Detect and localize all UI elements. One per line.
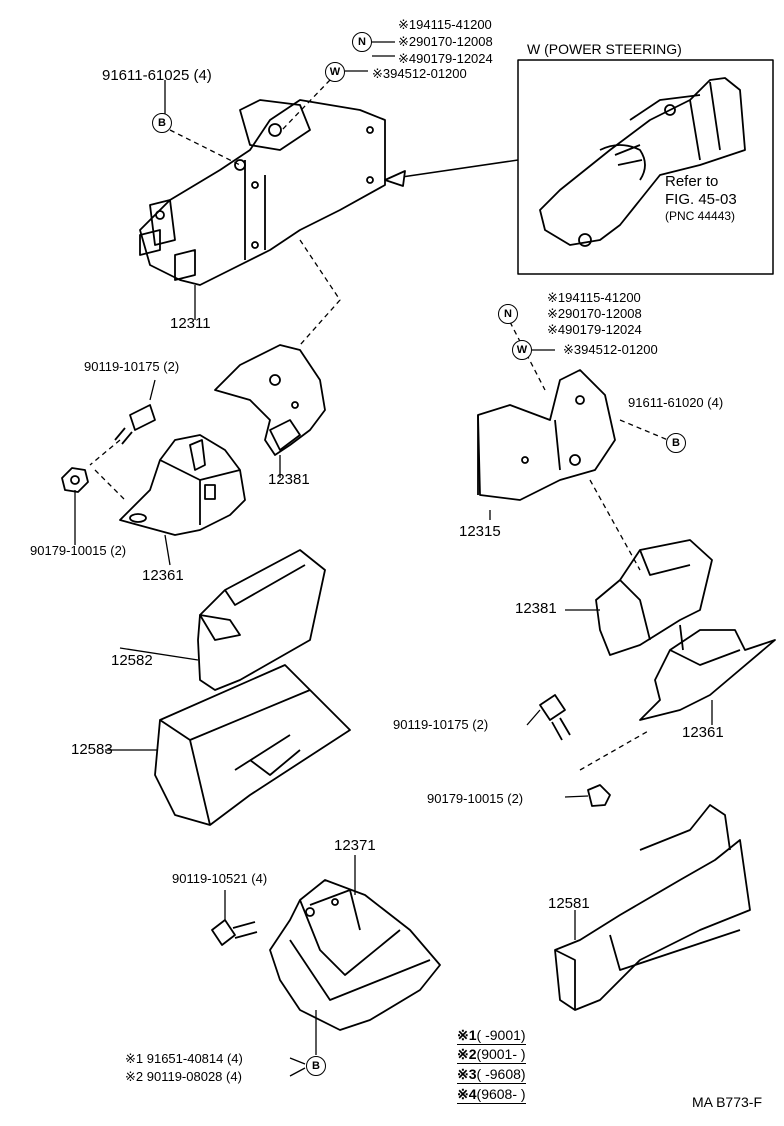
bolt-90119-10521	[211, 919, 258, 946]
part-12582	[197, 549, 326, 691]
legend-row: ※4(9608- )	[457, 1086, 526, 1104]
legend-line-2: ※2(9001- )	[457, 1046, 526, 1064]
legend-mark: ※2	[457, 1046, 477, 1062]
mount-12361-right	[639, 624, 776, 721]
legend-mark: ※3	[457, 1066, 477, 1082]
legend-range: ( -9608)	[476, 1066, 526, 1082]
label-90119-10175-left: 90119-10175 (2)	[84, 359, 180, 374]
bracket-12381-right	[595, 539, 713, 656]
inset-bracket	[539, 77, 746, 247]
label-12315: 12315	[459, 523, 501, 540]
legend-range: (9001- )	[476, 1046, 526, 1062]
figure-code: MA B773-F	[691, 1094, 762, 1110]
label-12583: 12583	[71, 741, 113, 758]
legend-range: ( -9001)	[476, 1027, 526, 1043]
leader-lines	[74, 41, 713, 1077]
washer-w-circle-right: W	[512, 340, 532, 360]
mount-12371	[269, 879, 441, 1031]
label-90179-10015-right: 90179-10015 (2)	[427, 791, 524, 806]
right-note-3: ※490179-12024	[547, 322, 642, 337]
label-12581: 12581	[548, 895, 590, 912]
bracket-12311	[139, 99, 386, 286]
bracket-12381-left	[214, 344, 326, 456]
right-note-2: ※290170-12008	[547, 306, 642, 321]
legend-line-1: ※1( -9001)	[457, 1027, 526, 1045]
inset-refer-label: Refer to	[665, 173, 719, 190]
inset-refer-pnc: (PNC 44443)	[665, 209, 736, 223]
label-91611-61025: 91611-61025 (4)	[102, 67, 212, 84]
label-90119-08028: ※2 90119-08028 (4)	[125, 1069, 242, 1084]
label-90119-10175-right: 90119-10175 (2)	[393, 717, 489, 732]
bolt-90119-10175-left	[114, 404, 156, 445]
label-12361-right: 12361	[682, 724, 724, 741]
label-12582: 12582	[111, 652, 153, 669]
washer-n-circle-top: N	[352, 32, 372, 52]
bolt-b-circle-bottom: B	[306, 1056, 326, 1076]
bolt-b-circle-top: B	[152, 113, 172, 133]
bracket-12315	[477, 369, 616, 501]
label-12361-left: 12361	[142, 567, 184, 584]
inset-arrow	[394, 159, 519, 179]
label-12381-left: 12381	[268, 471, 310, 488]
nut-90179-10015-left	[61, 467, 89, 493]
washer-w-circle-top: W	[325, 62, 345, 82]
label-12311: 12311	[170, 315, 211, 332]
top-note-4: ※394512-01200	[372, 66, 467, 81]
bolt-b-circle-right: B	[666, 433, 686, 453]
bolt-90119-10175-right	[539, 694, 571, 741]
top-note-3: ※490179-12024	[398, 51, 493, 66]
part-12581	[554, 804, 751, 1011]
top-note-1: ※194115-41200	[398, 17, 492, 32]
inset-refer-figure: FIG. 45-03	[665, 191, 737, 208]
legend-mark: ※1	[457, 1027, 477, 1043]
label-12371: 12371	[334, 837, 376, 854]
label-12381-right: 12381	[515, 600, 557, 617]
label-91611-61020: 91611-61020 (4)	[628, 395, 724, 410]
legend-row: ※3( -9608)	[457, 1066, 526, 1084]
legend-range: (9608- )	[476, 1086, 526, 1102]
legend-row: ※1( -9001)	[457, 1027, 526, 1045]
washer-n-circle-right: N	[498, 304, 518, 324]
nut-90179-10015-right	[587, 784, 611, 807]
label-90179-10015-left: 90179-10015 (2)	[30, 543, 127, 558]
legend-row: ※2(9001- )	[457, 1046, 526, 1064]
label-90119-10521: 90119-10521 (4)	[172, 871, 268, 886]
legend-line-3: ※3( -9608)	[457, 1066, 526, 1084]
label-91651-40814: ※1 91651-40814 (4)	[125, 1051, 243, 1066]
mount-12361-left	[119, 434, 246, 536]
legend-line-4: ※4(9608- )	[457, 1086, 526, 1104]
right-note-4: ※394512-01200	[563, 342, 658, 357]
legend-mark: ※4	[457, 1086, 477, 1102]
inset-title: W (POWER STEERING)	[527, 41, 682, 57]
top-note-2: ※290170-12008	[398, 34, 493, 49]
inset-frame	[517, 59, 774, 275]
part-12583	[154, 664, 351, 826]
right-note-1: ※194115-41200	[547, 290, 641, 305]
